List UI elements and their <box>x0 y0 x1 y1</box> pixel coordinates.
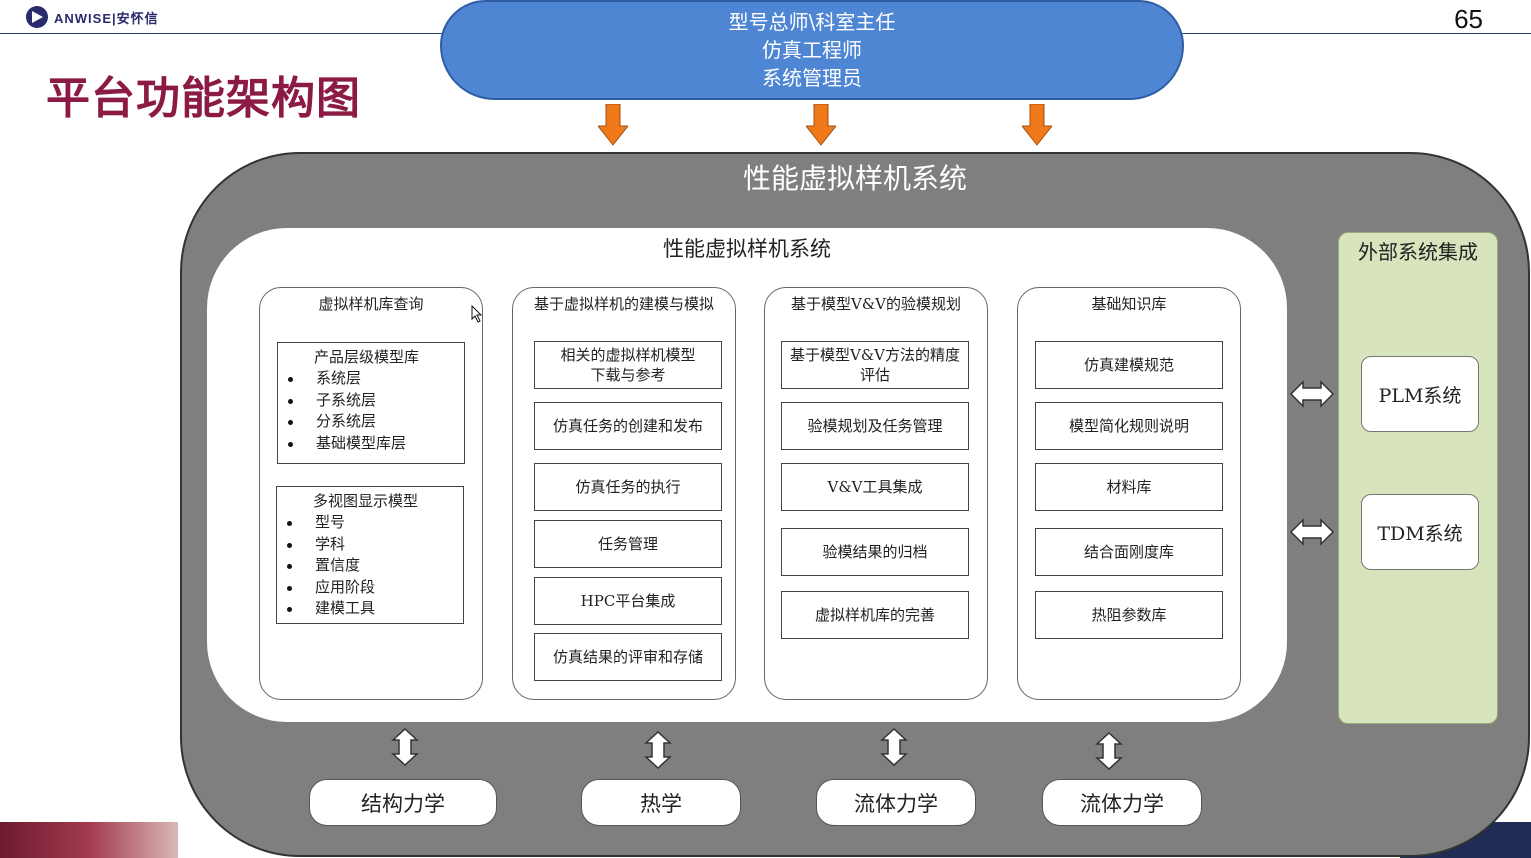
list-item: 子系统层 <box>288 390 464 412</box>
bidirectional-arrow-icon <box>1290 380 1334 408</box>
product-level-model-library: 产品层级模型库 系统层 子系统层 分系统层 基础模型库层 <box>277 342 465 464</box>
list-item: 型号 <box>287 512 463 534</box>
company-logo: ANWISE|安怀信 <box>26 6 159 28</box>
list-item: 置信度 <box>287 555 463 577</box>
function-box: 虚拟样机库的完善 <box>781 591 969 639</box>
logo-icon <box>26 6 48 28</box>
vertical-bidirectional-arrow-icon <box>644 731 672 769</box>
inner-title: 性能虚拟样机系统 <box>663 237 831 261</box>
discipline-fluid: 流体力学 <box>816 779 976 826</box>
plm-system-box: PLM系统 <box>1361 356 1479 432</box>
system-title: 性能虚拟样机系统 <box>742 162 967 195</box>
discipline-structural: 结构力学 <box>309 779 497 826</box>
list-title: 产品层级模型库 <box>314 348 420 366</box>
down-arrow-icon <box>598 104 628 146</box>
external-integration-panel <box>1338 232 1498 724</box>
column-title: 虚拟样机库查询 <box>318 295 424 313</box>
list-item: 基础模型库层 <box>288 433 464 455</box>
column-title: 基于模型V&V的验模规划 <box>790 295 962 313</box>
function-box: 基于模型V&V方法的精度 评估 <box>781 341 969 389</box>
list-item: 应用阶段 <box>287 577 463 599</box>
logo-text: ANWISE|安怀信 <box>54 10 159 26</box>
vertical-bidirectional-arrow-icon <box>391 728 419 766</box>
slide-title: 平台功能架构图 <box>46 73 361 124</box>
function-box: 验模结果的归档 <box>781 528 969 576</box>
function-box: HPC平台集成 <box>534 577 722 625</box>
vertical-bidirectional-arrow-icon <box>1095 732 1123 770</box>
down-arrow-icon <box>1022 104 1052 146</box>
column-title: 基于虚拟样机的建模与模拟 <box>533 295 714 313</box>
function-box: 任务管理 <box>534 520 722 568</box>
function-box: 仿真任务的执行 <box>534 463 722 511</box>
down-arrow-icon <box>806 104 836 146</box>
cursor-icon <box>471 305 483 323</box>
function-box: 仿真任务的创建和发布 <box>534 402 722 450</box>
vertical-bidirectional-arrow-icon <box>880 728 908 766</box>
bidirectional-arrow-icon <box>1290 518 1334 546</box>
list-item: 建模工具 <box>287 598 463 620</box>
role-sys-admin: 系统管理员 <box>762 66 862 90</box>
discipline-fluid-2: 流体力学 <box>1042 779 1202 826</box>
list-item: 学科 <box>287 534 463 556</box>
user-roles-bubble: 型号总师\科室主任 仿真工程师 系统管理员 <box>440 0 1184 100</box>
function-box: 仿真结果的评审和存储 <box>534 633 722 681</box>
discipline-thermal: 热学 <box>581 779 741 826</box>
function-box: 模型简化规则说明 <box>1035 402 1223 450</box>
function-box: 材料库 <box>1035 463 1223 511</box>
role-sim-engineer: 仿真工程师 <box>762 38 862 62</box>
footer-decoration-left <box>0 822 178 858</box>
function-box: 结合面刚度库 <box>1035 528 1223 576</box>
function-box: 热阻参数库 <box>1035 591 1223 639</box>
list-title: 多视图显示模型 <box>313 492 419 510</box>
multi-view-display-model: 多视图显示模型 型号 学科 置信度 应用阶段 建模工具 <box>276 486 464 624</box>
tdm-system-box: TDM系统 <box>1361 494 1479 570</box>
column-title: 基础知识库 <box>1091 295 1167 313</box>
function-box: V&V工具集成 <box>781 463 969 511</box>
page-number: 65 <box>1454 4 1483 34</box>
function-box: 相关的虚拟样机模型 下载与参考 <box>534 341 722 389</box>
external-title: 外部系统集成 <box>1358 240 1478 264</box>
function-box: 仿真建模规范 <box>1035 341 1223 389</box>
list-item: 分系统层 <box>288 411 464 433</box>
function-box: 验模规划及任务管理 <box>781 402 969 450</box>
list-item: 系统层 <box>288 368 464 390</box>
role-chief-designer: 型号总师\科室主任 <box>728 10 896 34</box>
